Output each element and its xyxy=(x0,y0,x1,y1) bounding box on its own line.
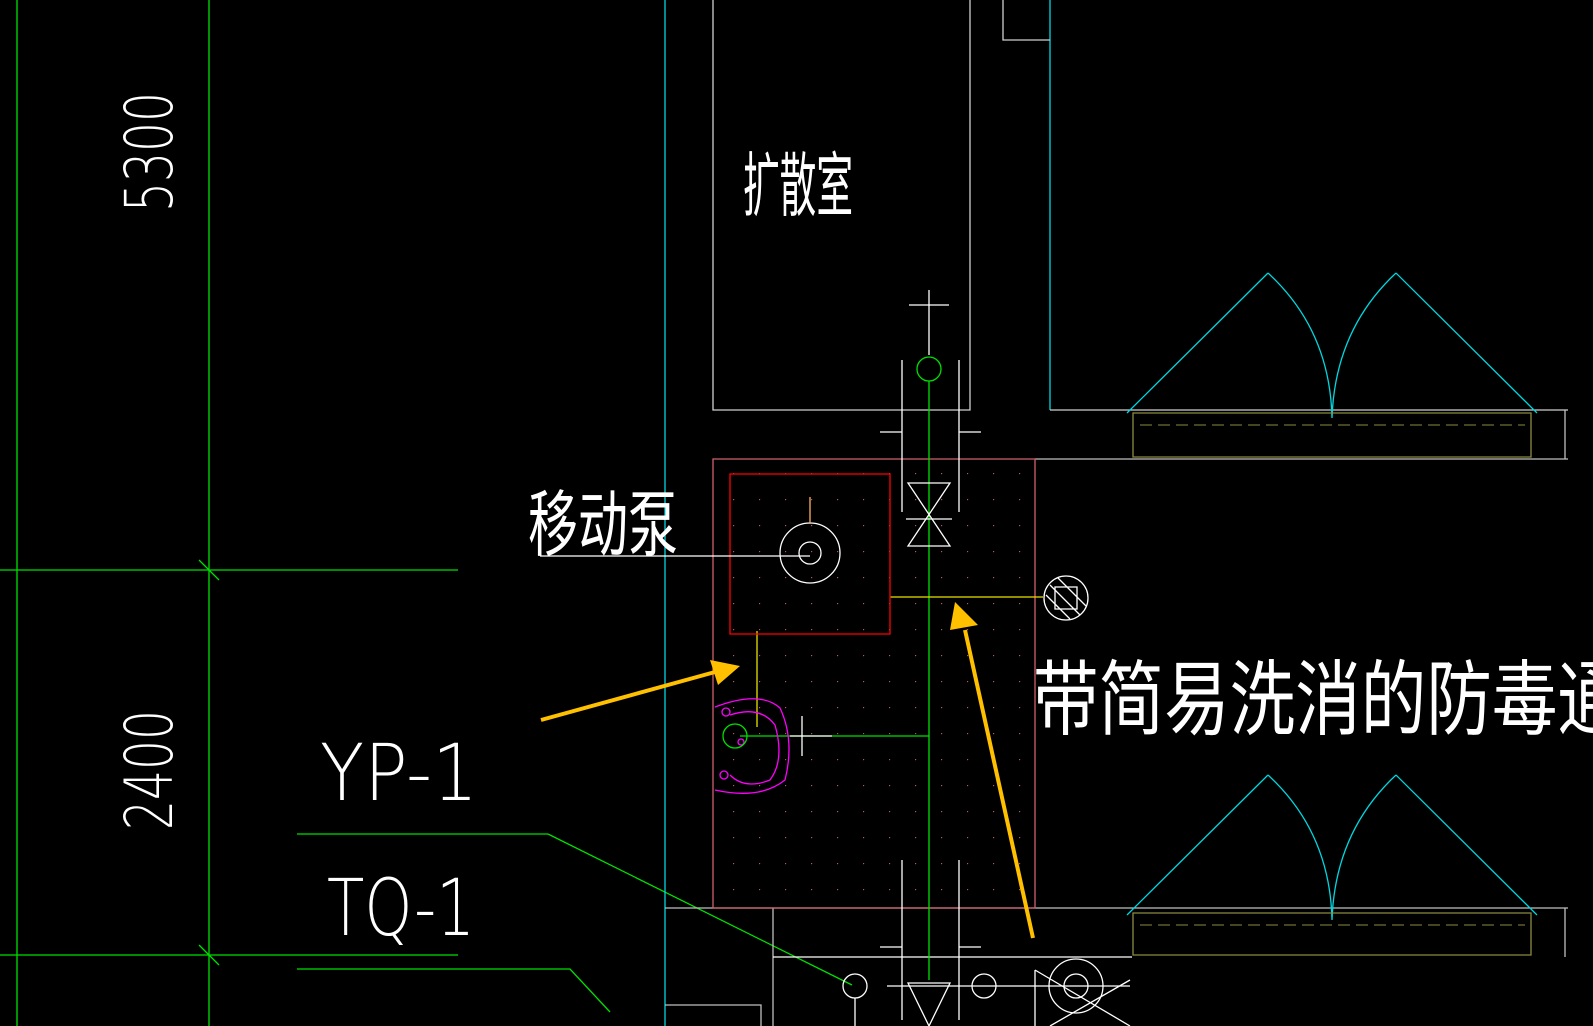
yp-label: YP-1 xyxy=(320,729,478,819)
mobile-pump[interactable] xyxy=(540,473,891,635)
room-label: 扩散室 xyxy=(743,145,853,227)
tq-label: TQ-1 xyxy=(327,864,475,954)
walls xyxy=(664,0,1568,1026)
wash-basin[interactable] xyxy=(714,698,790,794)
passage-zone xyxy=(712,458,1036,909)
pump-label: 移动泵 xyxy=(528,483,678,567)
pipe-system xyxy=(740,290,1131,1026)
door-upper[interactable] xyxy=(1126,272,1538,458)
annotation-arrows xyxy=(540,602,1035,939)
axis-grid xyxy=(0,0,853,1026)
dimension-2400: 2400 xyxy=(111,710,188,830)
door-lower[interactable] xyxy=(1126,774,1538,956)
passage-label: 带简易洗消的防毒通 xyxy=(1033,653,1593,748)
dimension-5300: 5300 xyxy=(111,92,188,212)
